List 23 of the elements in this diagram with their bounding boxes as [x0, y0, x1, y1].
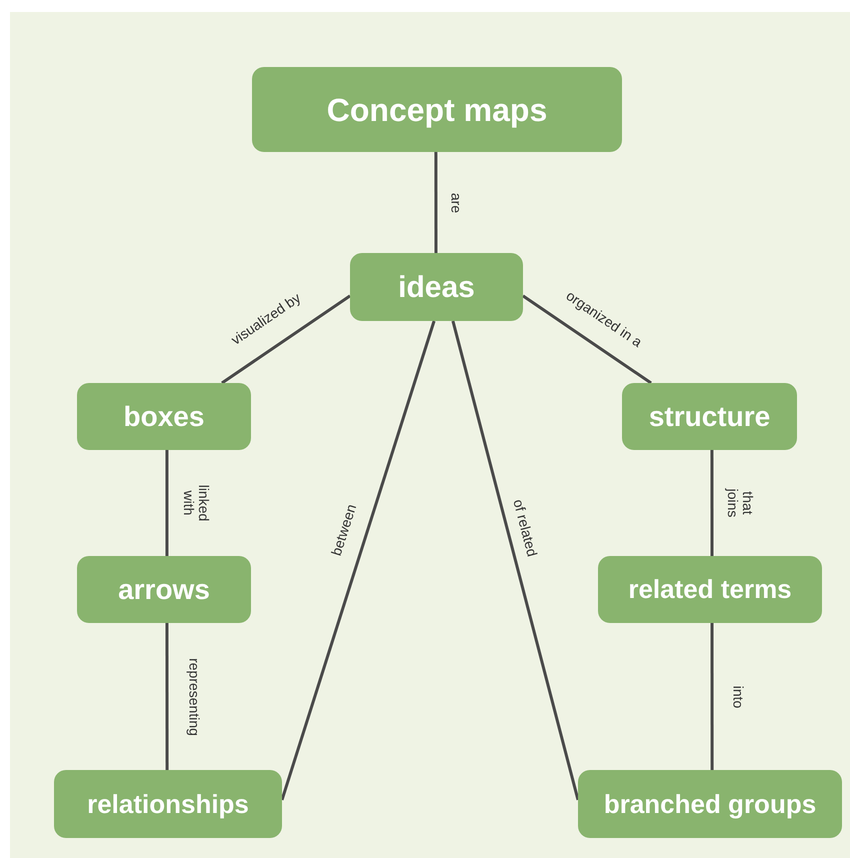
- concept-box: related terms: [598, 556, 822, 623]
- concept-box: boxes: [77, 383, 251, 450]
- edge-label: representing: [186, 656, 202, 738]
- connector-line: [710, 623, 714, 770]
- connector-line: [280, 320, 436, 800]
- connector-line: [165, 623, 169, 770]
- connector-line: [221, 294, 351, 384]
- concept-box: relationships: [54, 770, 282, 838]
- concept-box: arrows: [77, 556, 251, 623]
- connector-line: [710, 450, 714, 556]
- connector-line: [165, 450, 168, 556]
- concept-box: structure: [622, 383, 797, 450]
- concept-box: branched groups: [578, 770, 842, 838]
- connector-line: [451, 320, 580, 800]
- edge-label: of related: [510, 497, 542, 561]
- edge-label: that joins: [724, 487, 755, 520]
- edge-label: linked with: [180, 484, 211, 524]
- concept-box: ideas: [350, 253, 523, 321]
- concept-box: Concept maps: [252, 67, 622, 152]
- connector-line: [522, 294, 652, 384]
- edge-label: into: [730, 684, 746, 710]
- connector-line: [434, 152, 438, 253]
- edge-label: are: [448, 191, 464, 215]
